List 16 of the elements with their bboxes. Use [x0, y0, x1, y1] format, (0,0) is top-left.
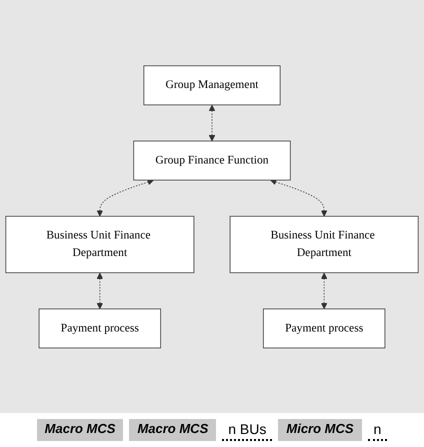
arrow — [270, 178, 328, 216]
node-box: Business Unit Finance Department — [230, 216, 419, 273]
note-label: n — [368, 419, 388, 441]
node-box: Payment process — [38, 308, 161, 348]
arrow — [96, 272, 104, 309]
note-label: n BUs — [222, 419, 272, 441]
arrow — [208, 104, 216, 141]
node-box: Business Unit Finance Department — [5, 216, 194, 273]
arrow — [320, 272, 328, 309]
band-label: Micro MCS — [278, 419, 362, 441]
band-label: Macro MCS — [36, 419, 124, 441]
node-box: Group Finance Function — [133, 140, 291, 180]
node-box: Group Management — [143, 65, 281, 105]
arrow — [96, 178, 154, 216]
node-box: Payment process — [263, 308, 386, 348]
band-label: Macro MCS — [129, 419, 216, 441]
